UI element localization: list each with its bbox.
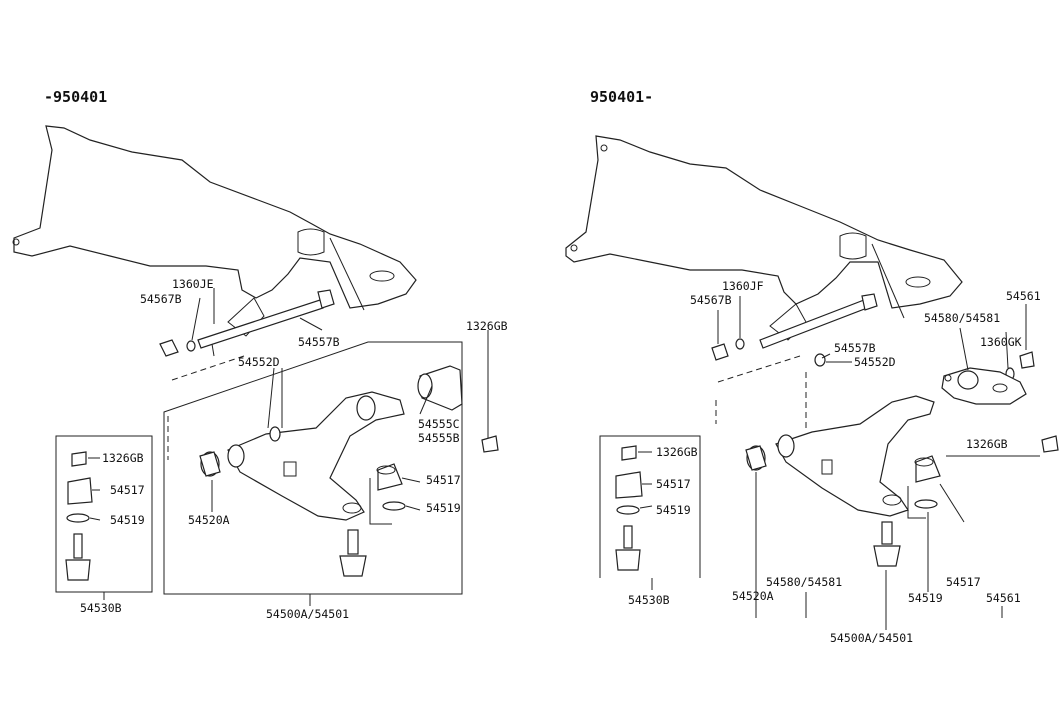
right-ring-54519: [914, 499, 938, 509]
label-r-kit-54519: 54519: [656, 503, 691, 517]
left-fasteners: [159, 289, 335, 357]
right-view: 950401-: [565, 88, 1059, 645]
label-1360je: 1360JE: [172, 277, 214, 291]
label-r-54557b: 54557B: [834, 341, 876, 355]
label-kit-54519: 54519: [110, 513, 145, 527]
right-lower-arm: [775, 395, 935, 517]
label-54555b: 54555B: [418, 431, 460, 445]
left-kit-parts: [65, 451, 93, 581]
right-bracket-54580: [941, 367, 1027, 405]
left-ball-joint: [339, 529, 367, 577]
label-54500a-54501: 54500A/54501: [266, 607, 349, 621]
label-r-1360jf: 1360JF: [722, 279, 764, 293]
label-r-54500a-54501: 54500A/54501: [830, 631, 913, 645]
label-54567b: 54567B: [140, 292, 182, 306]
label-r-54567b: 54567B: [690, 293, 732, 307]
right-kit-parts: [615, 445, 643, 571]
label-r-54519: 54519: [908, 591, 943, 605]
label-1326gb-main: 1326GB: [466, 319, 508, 333]
label-54555c: 54555C: [418, 417, 460, 431]
label-r-54517: 54517: [946, 575, 981, 589]
label-54519: 54519: [426, 501, 461, 515]
label-54552d: 54552D: [238, 355, 280, 369]
label-54557b: 54557B: [298, 335, 340, 349]
label-r-54520a: 54520A: [732, 589, 774, 603]
label-r-54561-top: 54561: [1006, 289, 1041, 303]
label-r-kit-1326gb: 1326GB: [656, 445, 698, 459]
right-header: 950401-: [590, 88, 653, 106]
label-r-1360gk: 1360GK: [980, 335, 1022, 349]
left-nut-1326gb: [481, 435, 499, 453]
left-ring-54519: [382, 501, 406, 511]
left-arm-box: [163, 341, 463, 595]
right-leaders: [638, 296, 1040, 630]
left-crossmember: [12, 125, 417, 337]
label-54530b: 54530B: [80, 601, 122, 615]
label-54517: 54517: [426, 473, 461, 487]
left-lower-arm: [227, 391, 405, 521]
right-kit-box: [599, 435, 701, 578]
left-view: -950401: [12, 88, 508, 621]
left-nut-54567b: [159, 339, 179, 357]
right-fasteners: [711, 293, 1035, 381]
label-r-54561-bottom: 54561: [986, 591, 1021, 605]
label-r-1326gb-main: 1326GB: [966, 437, 1008, 451]
right-nut-1326gb: [1041, 435, 1059, 453]
right-crossmember: [565, 135, 963, 341]
right-boot-54517: [914, 455, 941, 483]
right-ball-joint: [873, 521, 901, 567]
label-r-54552d: 54552D: [854, 355, 896, 369]
label-r-54580-top: 54580/54581: [924, 311, 1000, 325]
left-washer-1360je: [186, 340, 196, 352]
label-r-kit-54517: 54517: [656, 477, 691, 491]
label-r-54580-bottom: 54580/54581: [766, 575, 842, 589]
left-washer-54552d: [269, 426, 281, 442]
label-54520a: 54520A: [188, 513, 230, 527]
label-kit-1326gb: 1326GB: [102, 451, 144, 465]
label-r-54530b: 54530B: [628, 593, 670, 607]
left-header: -950401: [44, 88, 107, 106]
left-leaders: [88, 288, 489, 606]
left-bushing-54520a: [199, 451, 221, 477]
label-kit-54517: 54517: [110, 483, 145, 497]
right-bushing-54520a: [745, 445, 767, 471]
left-boot-54517: [376, 463, 403, 491]
